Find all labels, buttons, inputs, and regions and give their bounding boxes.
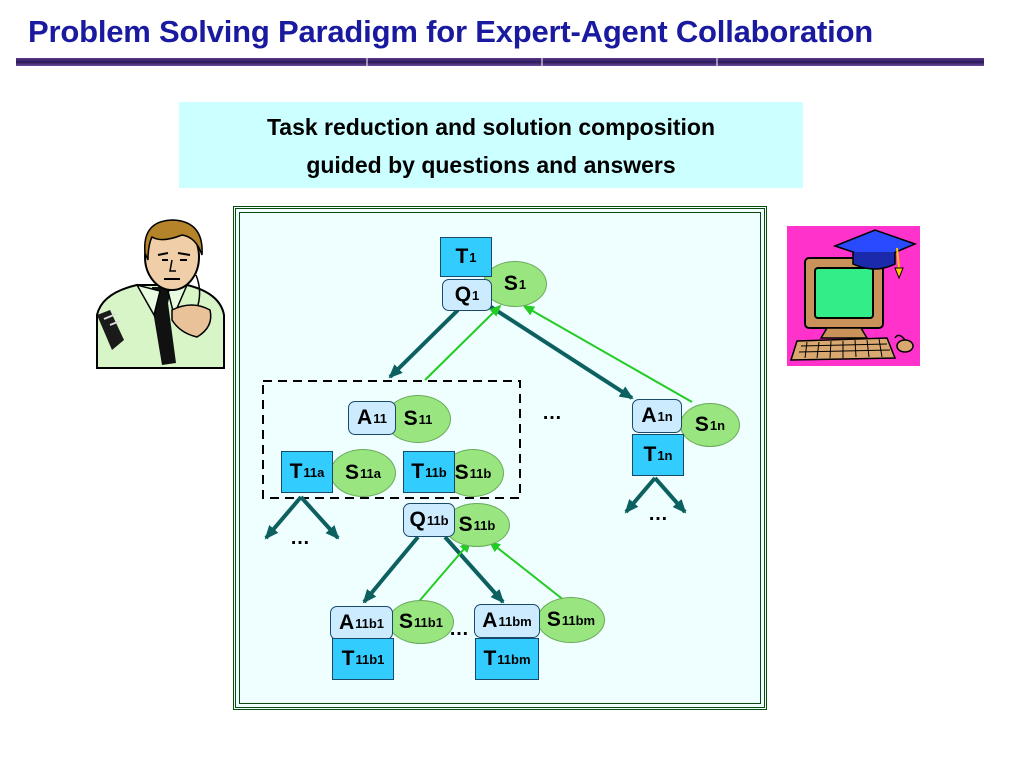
composition-arrow [522, 305, 693, 403]
reduction-arrow [653, 476, 687, 514]
reduction-arrow [264, 495, 303, 540]
ellipsis: … [542, 402, 562, 424]
reduction-arrow [486, 303, 634, 400]
subtitle-line-2: guided by questions and answers [306, 152, 676, 178]
reduction-arrow [624, 476, 657, 514]
ellipsis: … [449, 618, 469, 640]
reduction-arrow [362, 535, 420, 604]
reduction-arrow [443, 535, 505, 604]
reduction-arrow [388, 308, 460, 379]
reduction-arrow [299, 495, 340, 540]
dashed-group-box [262, 380, 521, 499]
expert-person-icon [96, 219, 225, 369]
ellipsis: … [648, 503, 668, 525]
composition-arrow [488, 540, 566, 602]
composition-arrow [424, 304, 502, 381]
title-divider [16, 58, 984, 66]
page-title: Problem Solving Paradigm for Expert-Agen… [28, 14, 874, 49]
ellipsis: … [290, 527, 310, 549]
composition-arrow [414, 540, 472, 607]
subtitle-box: Task reduction and solution composition … [179, 102, 803, 188]
subtitle-line-1: Task reduction and solution composition [266, 114, 716, 140]
computer-agent-icon [789, 229, 918, 361]
